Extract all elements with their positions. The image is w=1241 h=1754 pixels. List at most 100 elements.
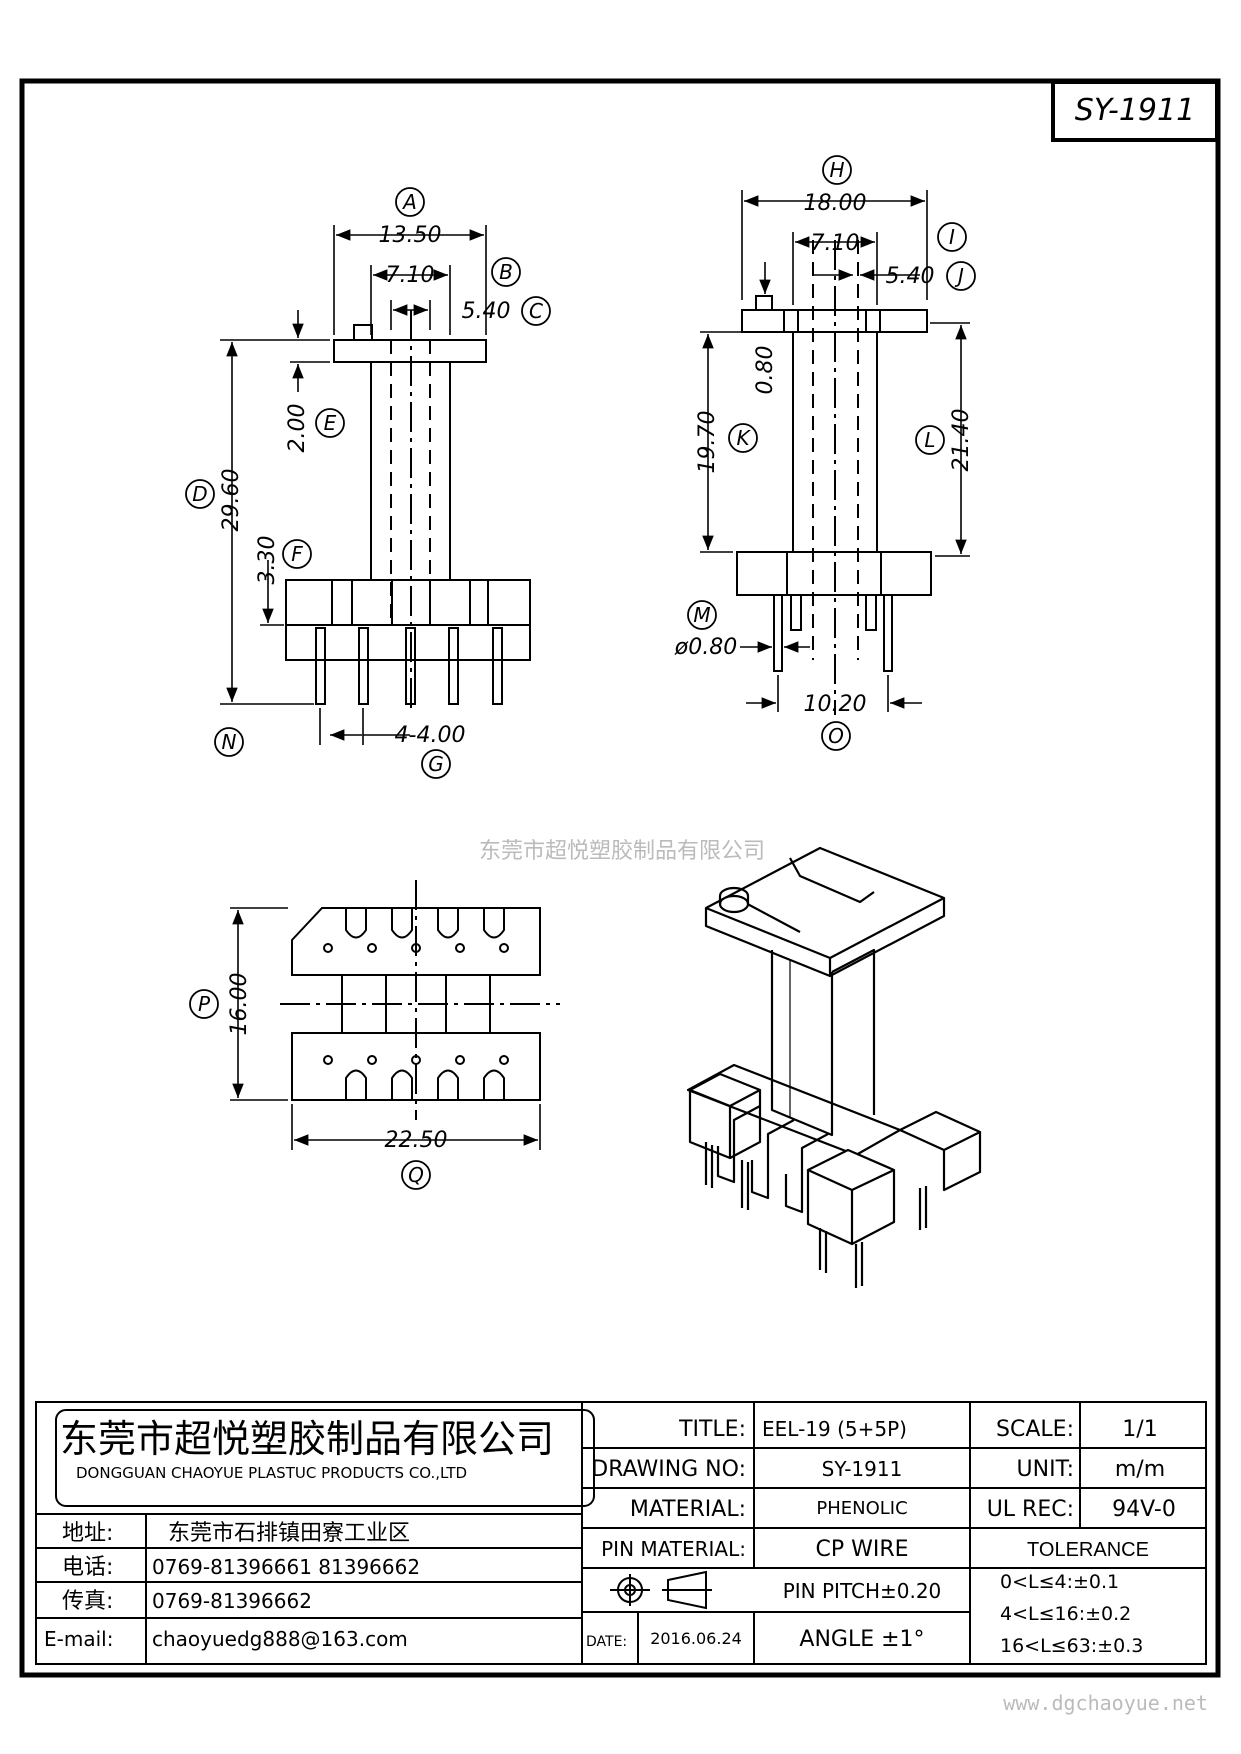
pin-material-label: PIN MATERIAL: [601,1537,746,1561]
email-label: E-mail: [44,1627,113,1651]
company-name-cn: 东莞市超悦塑胶制品有限公司 [60,1417,554,1461]
callout-G-label: G [428,752,444,776]
callout-M [687,600,717,630]
phone-value: 0769-81396661 81396662 [152,1555,420,1579]
dim-M-value: ø0.80 [674,635,737,660]
callout-D [185,479,215,509]
pin-pitch: PIN PITCH±0.20 [783,1579,942,1603]
date-label: DATE: [586,1634,627,1650]
dim-P-value: 16.00 [227,973,252,1036]
tolerance-row-1: 0<L≤4:±0.1 [1000,1571,1119,1593]
callout-P-label: P [198,992,211,1016]
ul-rec-value: 94V-0 [1112,1497,1176,1522]
front-dimensions [220,225,487,745]
dim-J-value: 5.40 [886,264,935,289]
callout-J-label: J [954,264,964,288]
dim-I-value: 7.10 [811,231,860,256]
unit-value: m/m [1115,1457,1165,1482]
callout-H-label: H [829,158,844,182]
callout-N-label: N [222,730,237,754]
dim-F-value: 3.30 [255,536,280,585]
material-value: PHENOLIC [816,1498,907,1519]
callout-E-label: E [324,411,337,435]
isometric-view [686,846,982,1288]
front-callouts: A B C D E F G N [185,187,551,779]
side-callouts: H I J K L M O [687,155,976,751]
callout-D-label: D [192,482,207,506]
address-label: 地址: [62,1521,113,1546]
address-value: 东莞市石排镇田寮工业区 [168,1521,410,1546]
callout-F-label: F [291,542,303,566]
title-block [35,1401,1207,1665]
callout-N [214,727,244,757]
drawing-no-label: DRAWING NO: [591,1457,746,1482]
callout-A-label: A [401,190,417,214]
callout-L-label: L [924,428,935,452]
pin-material-value: CP WIRE [815,1537,908,1562]
drawing-code-box [1051,80,1219,142]
scale-label: SCALE: [996,1417,1074,1442]
dim-H-value: 18.00 [804,191,867,216]
dim-Q-value: 22.50 [385,1128,448,1153]
callout-C-label: C [529,299,543,323]
ul-rec-label: UL REC: [987,1497,1074,1522]
scale-value: 1/1 [1122,1417,1157,1442]
title-block-text: 东莞市超悦塑胶制品有限公司 DONGGUAN CHAOYUE PLASTUC P… [44,1417,1176,1657]
callout-P [189,989,219,1019]
callout-B [491,257,521,287]
callout-A [395,187,425,217]
tolerance-label: TOLERANCE [1027,1539,1149,1561]
dim-O-value: 10.20 [804,692,867,717]
side-dim-labels: 18.00 7.10 5.40 0.80 19.70 21.40 ø0.80 1… [674,191,974,717]
front-dim-labels: 13.50 7.10 5.40 29.60 2.00 3.30 4-4.00 [219,223,510,748]
phone-label: 电话: [62,1555,113,1580]
callout-I [937,222,967,252]
dim-G-value: 4-4.00 [395,723,466,748]
tolerance-row-3: 16<L≤63:±0.3 [1000,1635,1143,1657]
callout-Q [401,1160,431,1190]
dim-A-value: 13.50 [379,223,442,248]
callout-K [728,423,758,453]
callout-E [315,408,345,438]
dim-thin-value: 0.80 [753,346,778,395]
dim-E-value: 2.00 [285,404,310,453]
callout-F [282,539,312,569]
side-dimensions [700,190,970,712]
fax-value: 0769-81396662 [152,1589,312,1613]
callout-K-label: K [736,426,751,450]
callout-O [821,721,851,751]
title-label: TITLE: [678,1417,746,1442]
dim-D-value: 29.60 [219,469,244,532]
material-label: MATERIAL: [630,1497,746,1522]
callout-O-label: O [828,724,844,748]
footer-url: www.dgchaoyue.net [1003,1691,1208,1715]
title-value: EEL-19 (5+5P) [762,1417,907,1441]
fax-label: 传真: [62,1589,113,1614]
drawing-no-value: SY-1911 [822,1457,903,1481]
dim-B-value: 7.10 [386,263,435,288]
drawing-code: SY-1911 [1075,93,1195,128]
bottom-dim-labels: 16.00 22.50 [227,973,447,1153]
callout-C [521,296,551,326]
callout-B-label: B [499,260,513,284]
watermark: 东莞市超悦塑胶制品有限公司 [479,839,765,864]
front-view [285,310,531,710]
callout-J [946,261,976,291]
unit-label: UNIT: [1017,1457,1074,1482]
callout-G [421,749,451,779]
callout-H [822,155,852,185]
date-value: 2016.06.24 [650,1629,742,1648]
bottom-view [280,880,560,1120]
dim-C-value: 5.40 [462,299,511,324]
tolerance-row-2: 4<L≤16:±0.2 [1000,1603,1131,1625]
callout-I-label: I [949,225,955,249]
email-value: chaoyuedg888@163.com [152,1627,408,1651]
angle-tolerance: ANGLE ±1° [799,1627,924,1652]
callout-L [915,425,945,455]
callout-Q-label: Q [408,1163,424,1187]
dim-L-value: 21.40 [949,409,974,472]
bottom-dimensions [230,907,541,1150]
outer-frame [19,78,1221,1678]
side-view [736,240,932,715]
